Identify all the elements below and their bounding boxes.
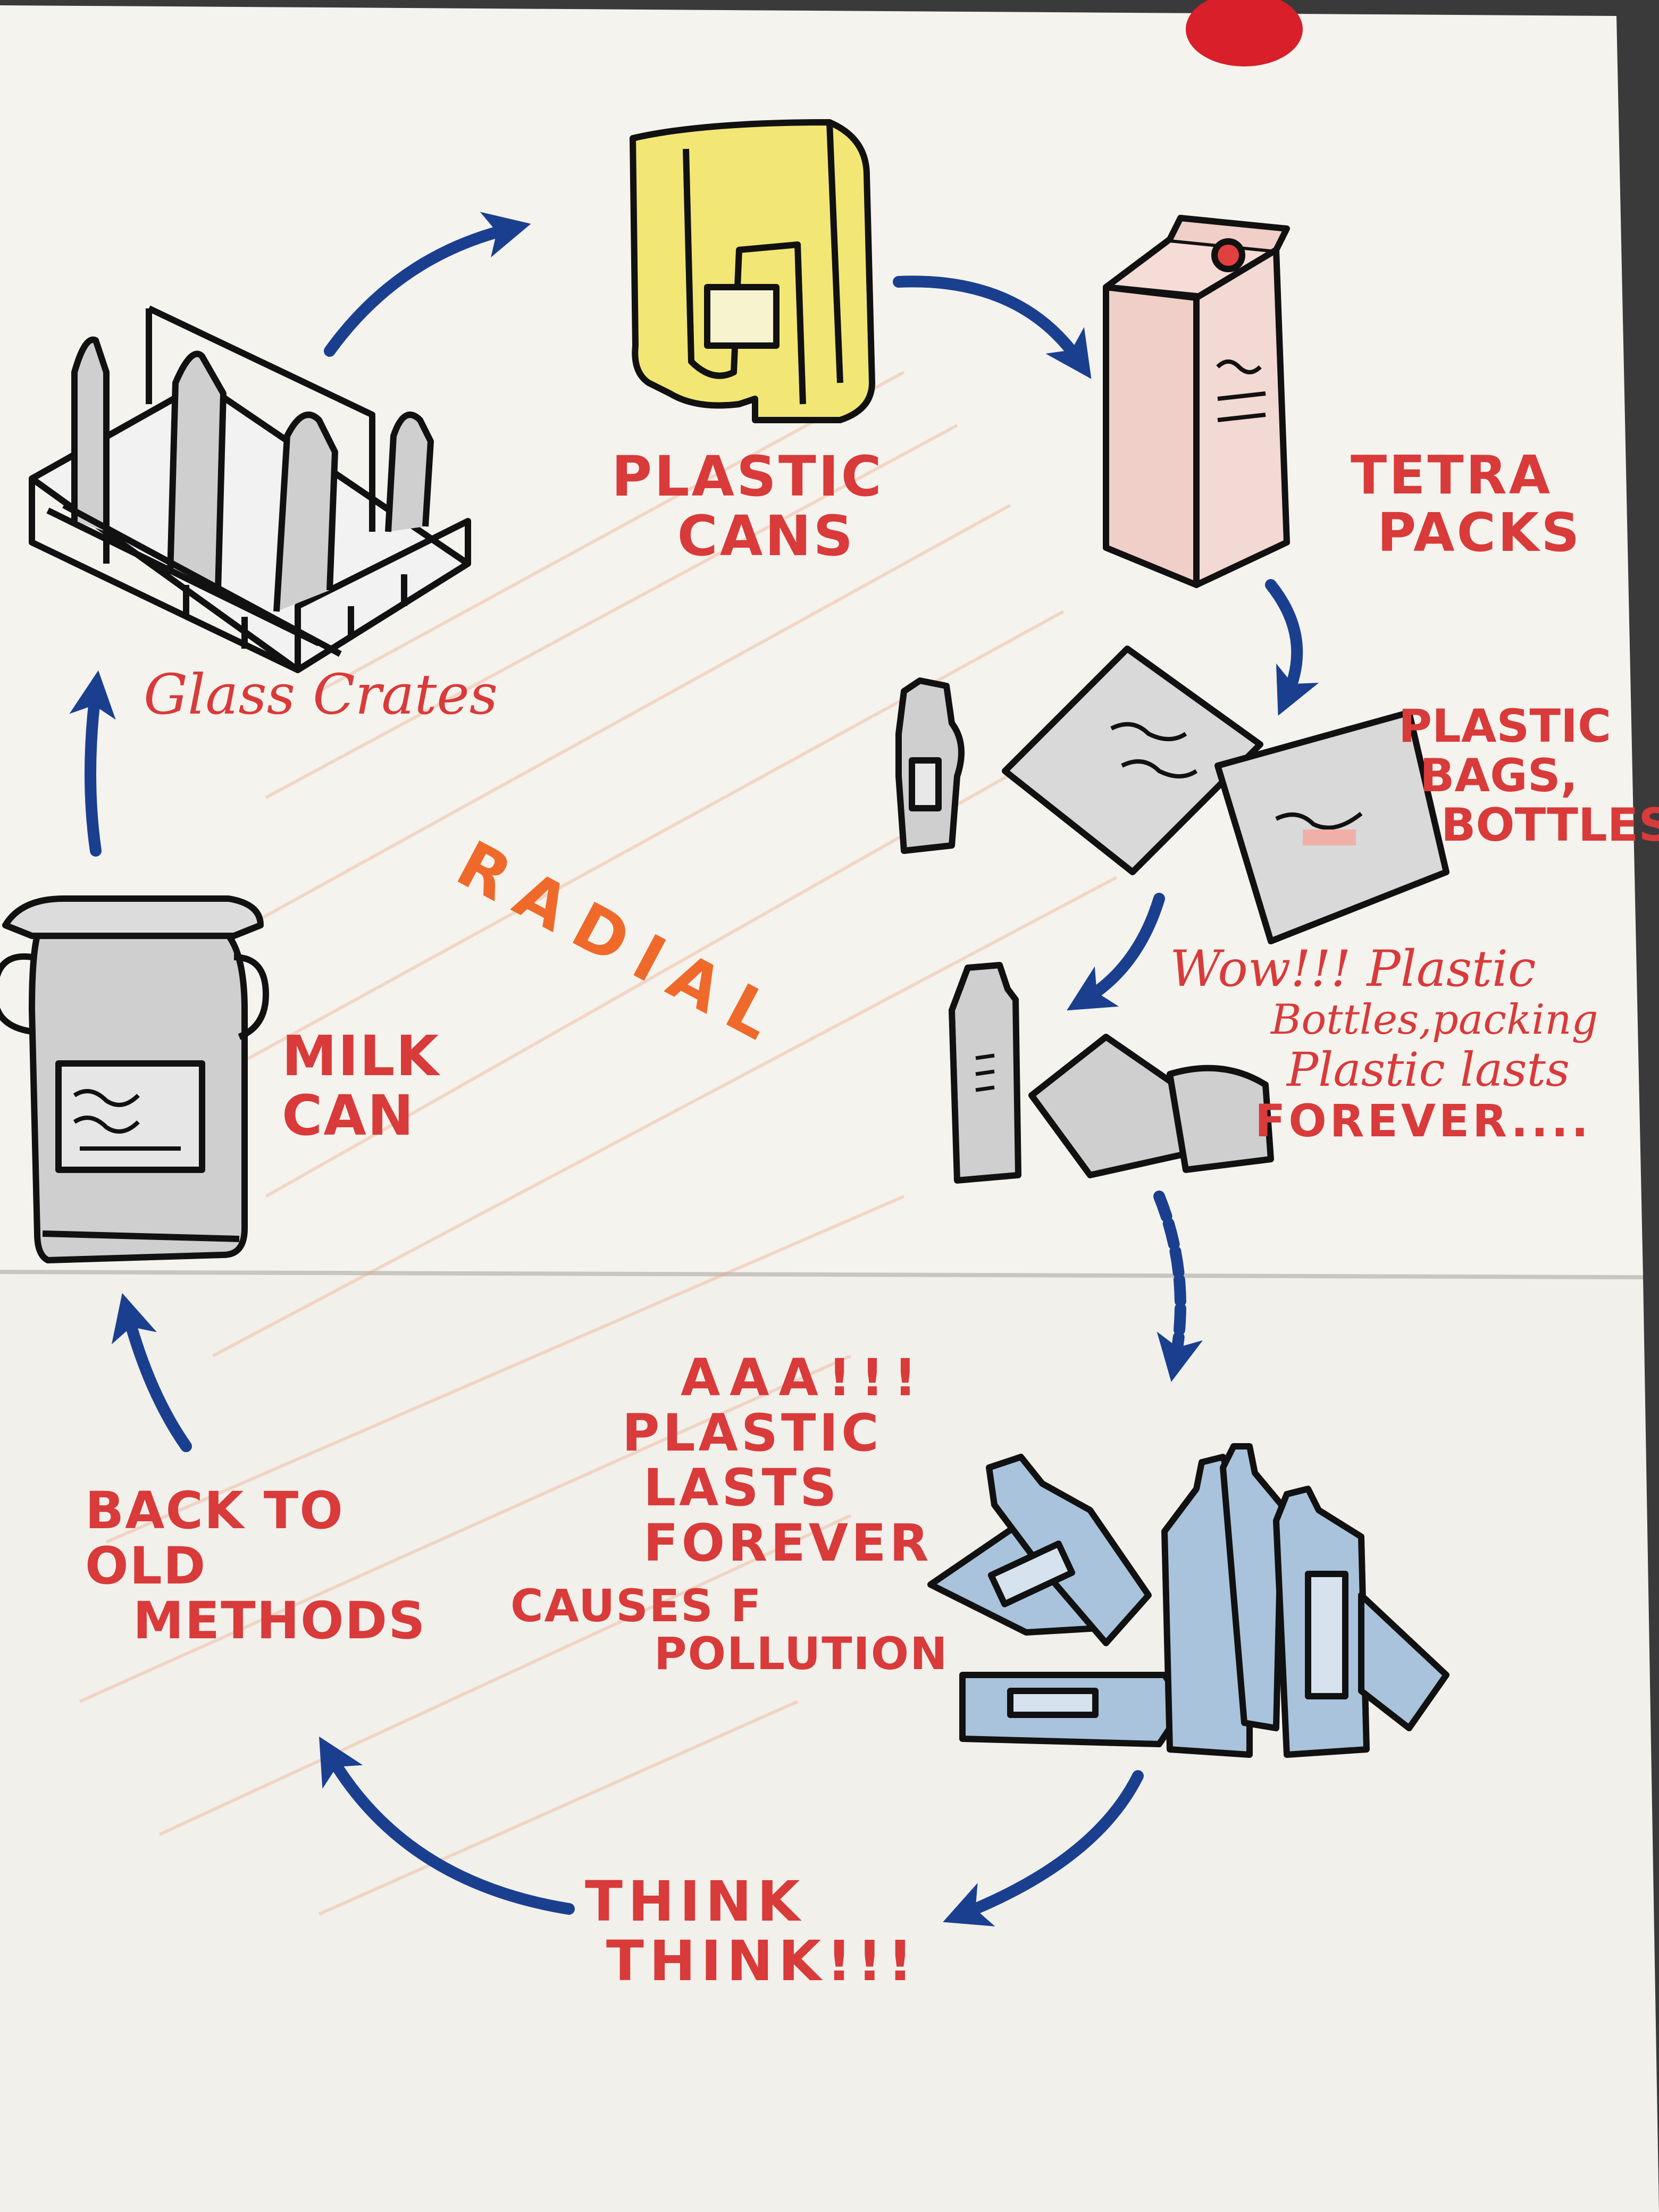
label-think: THINK THINK!!! [585, 1872, 918, 1991]
label-plastic-cans-line: CANS [677, 504, 856, 569]
label-glass-crates: Glass Crates [144, 662, 498, 727]
plastic-pile-drawing [927, 1443, 1449, 1758]
label-think-line: THINK [585, 1869, 806, 1934]
arrow-milk-can-to-glass [69, 670, 116, 857]
label-plastic-pile-line: POLLUTION [654, 1628, 949, 1680]
label-plastic-pile-line: CAUSES F [510, 1579, 763, 1632]
label-plastic-bottles-packing-line: Bottles,packing [1271, 996, 1598, 1044]
arrow-back-to-old-to-milk-can [111, 1293, 192, 1452]
arrow-bottles-to-pile [1153, 1191, 1203, 1382]
label-plastic-pile-line: FOREVER [643, 1513, 932, 1573]
label-milk-can-line: CAN [282, 1083, 415, 1149]
arrow-tetra-to-bags [1265, 579, 1319, 716]
tetra-pack-drawing [1103, 215, 1290, 588]
label-plastic-cans-line: PLASTIC [611, 444, 884, 509]
arrow-think-to-back-to-old [319, 1736, 575, 1915]
label-plastic-pile: AAA!!! PLASTIC LASTS FOREVER CAUSES F PO… [510, 1348, 949, 1680]
arrow-glass-to-plastic-cans [324, 212, 531, 357]
plastic-cans-drawing [630, 119, 875, 423]
label-milk-can: MILK CAN [282, 1026, 440, 1146]
label-tetra-packs-line: PACKS [1377, 501, 1582, 564]
label-back-to-old-methods-line: METHODS [133, 1591, 426, 1651]
label-plastic-bags-bottles-line: BAGS, [1420, 749, 1578, 802]
label-back-to-old-methods-line: OLD [85, 1536, 207, 1596]
label-plastic-cans: PLASTIC CANS [611, 447, 884, 566]
label-plastic-pile-line: LASTS [643, 1458, 840, 1518]
label-plastic-pile-line: AAA!!! [681, 1348, 927, 1407]
label-back-to-old-methods-line: BACK TO [85, 1481, 344, 1540]
label-plastic-bags-bottles: PLASTIC BAGS, BOTTLES [1398, 702, 1659, 850]
label-back-to-old-methods: BACK TO OLD METHODS [85, 1481, 426, 1651]
label-plastic-bottles-packing: Wow!!! Plastic Bottles,packing Plastic l… [1170, 941, 1598, 1146]
label-plastic-bottles-packing-line: Plastic lasts [1287, 1042, 1570, 1097]
label-think-line: THINK!!! [606, 1929, 918, 1994]
glass-crates-drawing [29, 305, 471, 673]
label-plastic-bottles-packing-line: FOREVER.... [1255, 1095, 1592, 1147]
label-tetra-packs-line: TETRA [1351, 444, 1553, 506]
label-plastic-pile-line: PLASTIC [622, 1403, 882, 1463]
milk-can-drawing [0, 895, 269, 1263]
arrow-bags-to-bottles [1067, 893, 1165, 1011]
fingernail [1186, 0, 1303, 66]
label-plastic-bags-bottles-line: PLASTIC [1398, 700, 1612, 753]
label-plastic-bags-bottles-line: BOTTLES [1441, 798, 1659, 852]
plastic-bags-bottles-drawing [895, 646, 1449, 944]
label-milk-can-line: MILK [282, 1024, 440, 1088]
plastic-bottles-packing-drawing [949, 962, 1274, 1184]
label-plastic-bottles-packing-line: Wow!!! Plastic [1170, 940, 1536, 998]
label-tetra-packs: TETRA PACKS [1351, 447, 1581, 562]
arrow-plastic-cans-to-tetra [893, 275, 1092, 379]
page-fold [0, 1270, 1644, 1279]
arrow-pile-to-think [943, 1770, 1144, 1926]
